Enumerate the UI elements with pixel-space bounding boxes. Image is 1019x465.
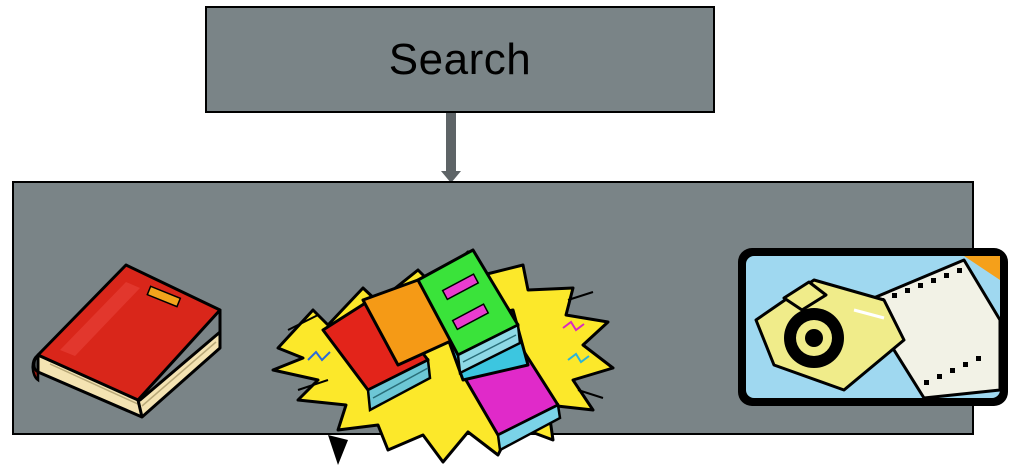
book-icon xyxy=(30,260,230,420)
camera-film-icon xyxy=(734,240,1019,410)
book-pile-icon xyxy=(268,240,618,465)
